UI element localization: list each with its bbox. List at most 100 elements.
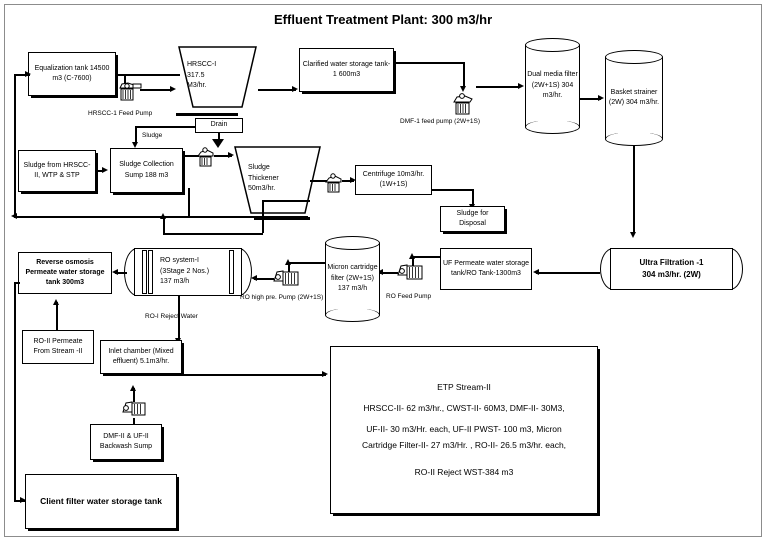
etp-stream-2-line-1: ETP Stream-II bbox=[437, 382, 491, 392]
ro-1-line-3: 137 m3/h bbox=[160, 278, 190, 286]
hrscc-1-line-1: HRSCC-I bbox=[187, 60, 217, 68]
arrow-ropump-up bbox=[408, 253, 415, 259]
ro-1-line-1: RO system-I bbox=[160, 257, 199, 265]
flow-source-to-sump bbox=[96, 170, 104, 172]
sludge-source-box: Sludge from HRSCC-II, WTP & STP bbox=[18, 150, 96, 192]
uf-1-line-2: 304 m3/hr. (2W) bbox=[642, 270, 701, 279]
return-to-eq bbox=[14, 74, 30, 76]
thickener-line-3: 50m3/hr. bbox=[248, 185, 276, 193]
hrscc-1-clarifier: HRSCC-I 317.5 M3/hr. bbox=[165, 46, 270, 108]
dual-media-filter-label: Dual media filter (2W+1S) 304 m3/hr. bbox=[527, 71, 578, 100]
ro-high-pressure-pump-caption: RO high pre. Pump (2W+1S) bbox=[240, 294, 324, 301]
etp-stream-2-line-4: Cartridge Filter-II- 27 m3/Hr. , RO-II- … bbox=[361, 440, 567, 451]
etp-stream-2-line-2: HRSCC-II- 62 m3/hr., CWST-II- 60M3, DMF-… bbox=[363, 402, 565, 413]
arrow-to-client-tank bbox=[20, 496, 26, 503]
etp-stream-2-box: ETP Stream-II HRSCC-II- 62 m3/hr., CWST-… bbox=[330, 346, 598, 514]
arrow-hrscc-to-cwt bbox=[292, 85, 298, 92]
flow-thickener-out bbox=[310, 180, 328, 182]
flow-eq-down bbox=[124, 74, 126, 88]
uf-permeate-water-storage-tank: UF Permeate water storage tank/RO Tank-1… bbox=[440, 248, 532, 290]
etp-stream-2-line-3: UF-II- 30 m3/Hr. each, UF-II PWST- 100 m… bbox=[366, 423, 562, 434]
sludge-transfer-pump-icon bbox=[196, 146, 218, 173]
arrow-strainer-to-uf bbox=[629, 232, 636, 238]
sludge-line-caption: Sludge bbox=[142, 132, 163, 139]
basket-strainer-label: Basket strainer (2W) 304 m3/hr. bbox=[608, 88, 660, 107]
equalization-tank: Equalization tank 14500 m3 (C-7600) bbox=[28, 52, 116, 96]
arrow-source-to-sump bbox=[102, 166, 108, 173]
flow-sludge-down bbox=[135, 126, 137, 144]
flow-ropump-drop bbox=[412, 256, 414, 268]
thickener-discharge-pump-icon bbox=[324, 172, 346, 199]
flow-sump-to-pump bbox=[183, 155, 199, 157]
return-riser-1 bbox=[188, 188, 190, 216]
flow-hp-riser bbox=[288, 262, 290, 272]
arrow-ro2-permeate-up bbox=[52, 299, 59, 305]
ultra-filtration-1: Ultra Filtration -1 304 m3/hr. (2W) bbox=[600, 248, 743, 290]
page-title: Effluent Treatment Plant: 300 m3/hr bbox=[274, 12, 493, 27]
flow-ropump-to-mcf bbox=[380, 272, 398, 274]
arrow-return-up bbox=[159, 213, 166, 219]
sludge-collection-sump: Sludge Collection Sump 188 m3 bbox=[110, 148, 183, 193]
arrow-hp-to-ro bbox=[251, 274, 257, 281]
arrow-pump-to-centrifuge bbox=[350, 176, 356, 183]
flow-pump-to-centrifuge bbox=[342, 180, 354, 182]
sludge-thickener: Sludge Thickener 50m3/hr. bbox=[232, 146, 324, 214]
flow-hrscc-to-cwt bbox=[258, 89, 296, 91]
arrow-backwash-up bbox=[129, 385, 136, 391]
ro-2-permeate-from-stream-2: RO-II Permeate From Stream -II bbox=[22, 330, 94, 364]
arrow-pump-to-dmf bbox=[518, 82, 524, 89]
flow-hp-to-ro bbox=[254, 278, 274, 280]
arrow-hp-up bbox=[284, 259, 291, 265]
flow-cwt-down bbox=[463, 62, 465, 88]
client-filter-water-storage-tank: Client filter water storage tank bbox=[25, 474, 177, 529]
ro-feed-pump-caption: RO Feed Pump bbox=[386, 293, 432, 300]
hrscc-1-feed-pump-icon bbox=[118, 82, 144, 109]
arrow-dmf-to-strainer bbox=[598, 94, 604, 101]
client-tank-tap bbox=[14, 282, 20, 284]
arrow-inlet-to-etp2 bbox=[322, 370, 328, 377]
return-drop bbox=[163, 216, 165, 233]
flow-ro2-permeate-up bbox=[56, 302, 58, 330]
backwash-sump: DMF-II & UF-II Backwash Sump bbox=[90, 424, 162, 460]
client-tank-riser bbox=[14, 282, 16, 501]
ro-system-1: RO system-I (3Stage 2 Nos.) 137 m3/h bbox=[124, 248, 252, 296]
etp-stream-2-line-5: RO-II Reject WST-384 m3 bbox=[414, 467, 514, 478]
arrow-sludge-down bbox=[131, 142, 138, 148]
thickener-line-2: Thickener bbox=[248, 174, 279, 182]
flow-backwash-riser bbox=[133, 388, 135, 402]
arrow-drain-down bbox=[212, 139, 224, 148]
drain-box: Drain bbox=[195, 118, 243, 133]
flow-dmf-to-strainer bbox=[580, 98, 601, 100]
diagram-border bbox=[4, 4, 762, 537]
flow-pump-to-dmf bbox=[476, 86, 520, 88]
basket-strainer: Basket strainer (2W) 304 m3/hr. bbox=[605, 50, 663, 146]
arrow-pump-to-thickener bbox=[228, 151, 234, 158]
return-from-thickener bbox=[262, 200, 310, 202]
return-header-lower bbox=[163, 233, 263, 235]
arrow-ro-to-permeate bbox=[112, 268, 118, 275]
ro-1-line-2: (3Stage 2 Nos.) bbox=[160, 267, 210, 275]
flow-centrifuge-down bbox=[472, 189, 474, 206]
flow-inlet-to-etp2 bbox=[182, 374, 326, 376]
arrow-ropump-to-mcf bbox=[377, 268, 383, 275]
flow-mcf-out bbox=[288, 262, 326, 264]
flow-ro-to-permeate bbox=[115, 272, 127, 274]
hrscc-1-line-2: 317.5 bbox=[187, 71, 205, 79]
thickener-base bbox=[254, 217, 310, 220]
thickener-line-1: Sludge bbox=[248, 163, 270, 171]
hrscc-1-base bbox=[176, 113, 238, 116]
inlet-chamber: Inlet chamber (Mixed effluent) 5.1m3/hr. bbox=[100, 340, 182, 374]
dmf-1-feed-pump-icon bbox=[452, 92, 478, 121]
micron-cartridge-filter: Micron cartridge filter (2W+1S) 137 m3/h bbox=[325, 236, 380, 322]
dmf-1-feed-pump-caption: DMF-1 feed pump (2W+1S) bbox=[400, 118, 481, 125]
flow-uf-to-tank bbox=[536, 272, 600, 274]
backwash-sump-pump-icon bbox=[120, 398, 148, 425]
hrscc-1-line-3: M3/hr. bbox=[187, 82, 207, 90]
flow-centrifuge-out bbox=[432, 189, 473, 191]
dual-media-filter: Dual media filter (2W+1S) 304 m3/hr. bbox=[525, 38, 580, 134]
flow-strainer-to-uf bbox=[633, 146, 635, 234]
return-riser-left bbox=[14, 74, 16, 217]
flow-pump-to-hrscc bbox=[140, 89, 172, 91]
flow-cwt-out bbox=[394, 62, 464, 64]
